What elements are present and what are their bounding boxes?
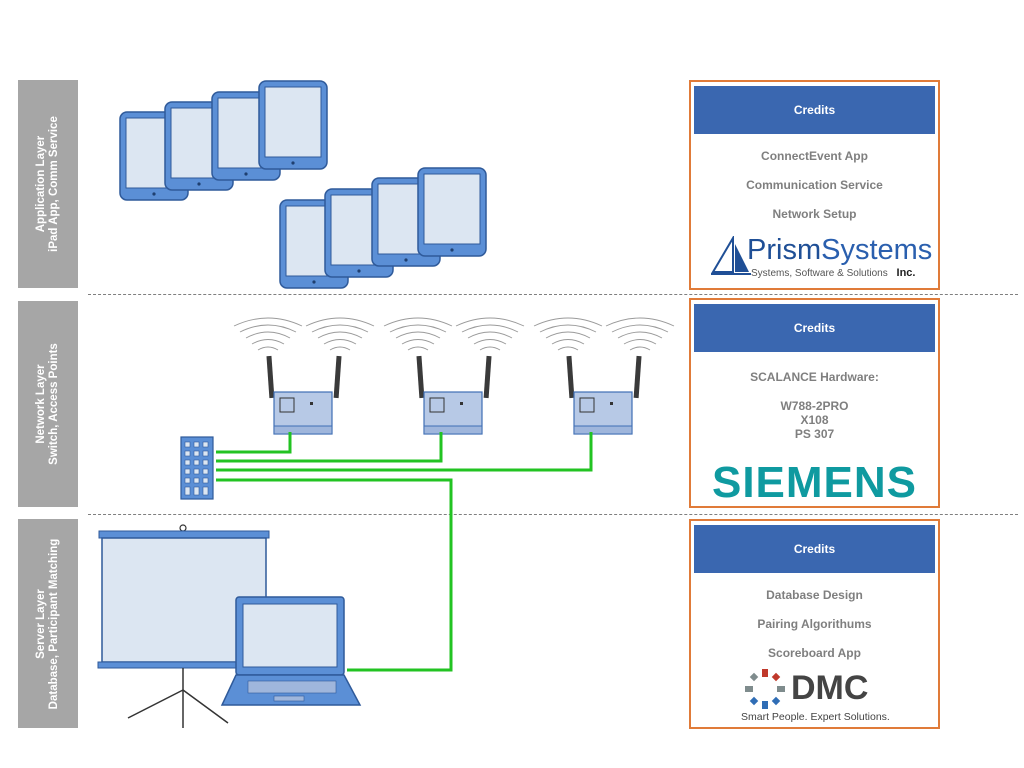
credit-item: ConnectEvent App — [761, 149, 868, 163]
dmc-tagline: Smart People. Expert Solutions. — [741, 711, 890, 723]
dmc-burst-icon — [745, 669, 785, 709]
prism-name-b: Systems — [821, 234, 933, 266]
prism-name-a: Prism — [747, 234, 822, 266]
credit-item: Database Design — [766, 588, 863, 602]
prism-systems-logo: PrismSystems Systems, Software & Solutio… — [709, 234, 933, 282]
credits-box-server: Credits Database Design Pairing Algorith… — [689, 519, 940, 729]
access-point-icon — [383, 317, 525, 435]
prism-suffix: Inc. — [896, 267, 916, 279]
tablet-icon — [417, 167, 487, 257]
layer-divider — [88, 294, 1018, 295]
prism-tagline: Systems, Software & Solutions — [751, 268, 888, 279]
credit-item: X108 — [800, 413, 829, 427]
tablet-icon — [258, 80, 328, 170]
access-point-icon — [233, 317, 375, 435]
dmc-name: DMC — [791, 669, 869, 707]
prism-sail-icon — [711, 236, 751, 275]
access-point-icon — [533, 317, 675, 435]
credit-item: Communication Service — [746, 178, 883, 192]
credit-item: SCALANCE Hardware: — [750, 370, 879, 384]
switch-icon — [180, 436, 214, 500]
laptop-icon — [220, 596, 362, 706]
credits-box-application: Credits ConnectEvent App Communication S… — [689, 80, 940, 290]
siemens-logo: SIEMENS — [711, 458, 918, 507]
credit-item: Pairing Algorithums — [757, 617, 872, 631]
credit-item: Network Setup — [772, 207, 857, 221]
layer-divider — [88, 514, 1018, 515]
credit-item: Scoreboard App — [768, 646, 861, 660]
credits-header: Credits — [694, 525, 935, 573]
network-cables — [216, 432, 593, 672]
credits-box-network: Credits SCALANCE Hardware: W788-2PRO X10… — [689, 298, 940, 508]
credit-item: PS 307 — [794, 427, 835, 441]
credit-item: W788-2PRO — [780, 399, 849, 413]
credits-header: Credits — [694, 304, 935, 352]
dmc-logo: DMC Smart People. Expert Solutions. — [741, 667, 901, 725]
credits-header: Credits — [694, 86, 935, 134]
